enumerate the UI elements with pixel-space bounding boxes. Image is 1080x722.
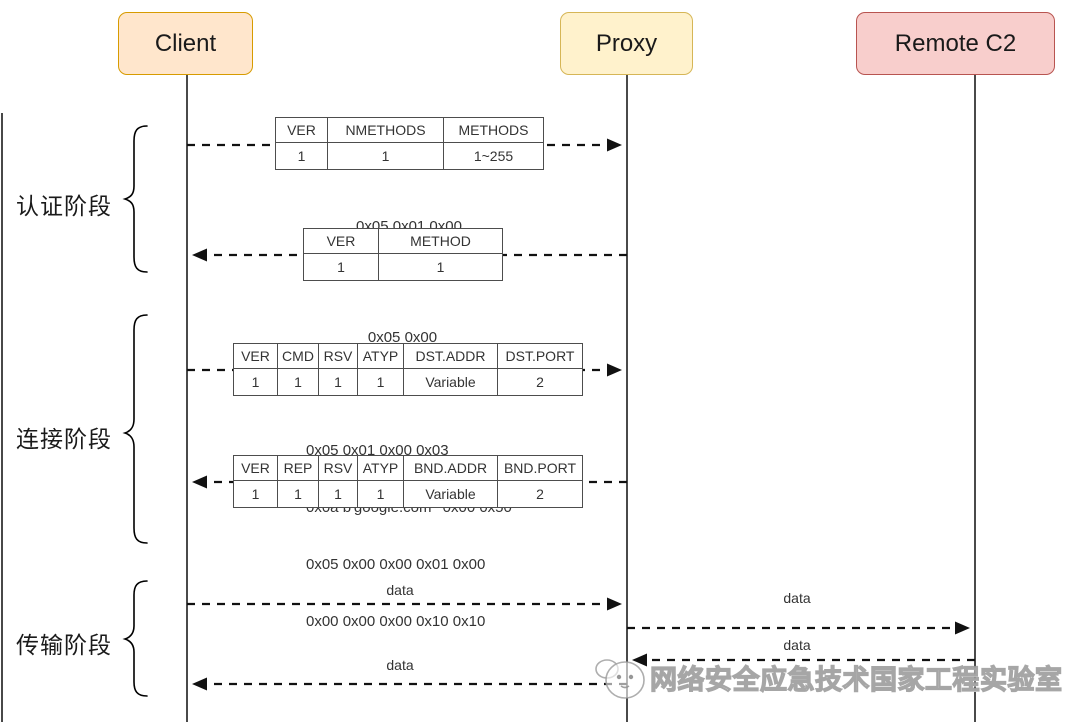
header-cell: REP: [277, 455, 319, 481]
value-cell: 1: [275, 142, 328, 170]
header-cell: VER: [233, 343, 278, 369]
actor-proxy-label: Proxy: [595, 29, 658, 57]
caption-line: 0x05 0x01 0x00 0x03: [306, 442, 449, 459]
packet-table-connect-reply: VER REP RSV ATYP BND.ADDR BND.PORT 1 1 1…: [233, 455, 583, 508]
value-cell: 2: [497, 480, 583, 508]
phase-label-transfer: 传输阶段: [16, 632, 112, 658]
header-cell: METHOD: [378, 228, 503, 254]
header-cell: METHODS: [443, 117, 544, 143]
value-cell: 1: [233, 368, 278, 396]
caption-line: 0x00 0x00 0x00 0x10 0x10: [306, 613, 486, 630]
header-cell: NMETHODS: [327, 117, 444, 143]
packet-table-auth-request: VER NMETHODS METHODS 1 1 1~255: [275, 117, 544, 170]
header-cell: BND.PORT: [497, 455, 583, 481]
value-cell: 2: [497, 368, 583, 396]
value-cell: 1: [318, 368, 358, 396]
value-cell: Variable: [403, 368, 498, 396]
value-cell: 1: [378, 253, 503, 281]
header-cell: VER: [233, 455, 278, 481]
data-label-proxy-to-client: data: [386, 657, 414, 673]
caption-auth-reply: 0x05 0x00: [303, 290, 502, 385]
header-cell: VER: [303, 228, 379, 254]
header-cell: RSV: [318, 343, 358, 369]
value-cell: 1: [277, 368, 319, 396]
actor-client: Client: [118, 12, 253, 75]
caption-connect-reply: 0x05 0x00 0x00 0x01 0x00 0x00 0x00 0x00 …: [306, 517, 485, 669]
header-cell: DST.PORT: [497, 343, 583, 369]
data-label-proxy-to-remote: data: [783, 590, 811, 606]
actor-proxy: Proxy: [560, 12, 693, 75]
brace-transfer-phase: [122, 580, 148, 697]
header-cell: ATYP: [357, 343, 404, 369]
packet-table-auth-reply: VER METHOD 1 1: [303, 228, 503, 281]
value-cell: 1~255: [443, 142, 544, 170]
value-cell: 1: [327, 142, 444, 170]
value-cell: 1: [357, 480, 404, 508]
actor-client-label: Client: [154, 29, 217, 57]
data-label-remote-to-proxy: data: [783, 637, 811, 653]
brace-auth-phase: [122, 125, 148, 273]
brace-connect-phase: [122, 314, 148, 544]
value-cell: 1: [357, 368, 404, 396]
header-cell: VER: [275, 117, 328, 143]
value-cell: 1: [233, 480, 278, 508]
phase-label-connect: 连接阶段: [16, 426, 112, 452]
actor-remote-c2: Remote C2: [856, 12, 1055, 75]
caption-line: 0x05 0x00: [367, 329, 438, 346]
header-cell: DST.ADDR: [403, 343, 498, 369]
actor-remote-c2-label: Remote C2: [894, 29, 1017, 57]
packet-table-connect-request: VER CMD RSV ATYP DST.ADDR DST.PORT 1 1 1…: [233, 343, 583, 396]
value-cell: Variable: [403, 480, 498, 508]
phase-label-auth: 认证阶段: [16, 193, 112, 219]
header-cell: RSV: [318, 455, 358, 481]
data-label-client-to-proxy: data: [386, 582, 414, 598]
header-cell: CMD: [277, 343, 319, 369]
header-cell: ATYP: [357, 455, 404, 481]
value-cell: 1: [318, 480, 358, 508]
value-cell: 1: [277, 480, 319, 508]
header-cell: BND.ADDR: [403, 455, 498, 481]
value-cell: 1: [303, 253, 379, 281]
caption-line: 0x05 0x00 0x00 0x01 0x00: [306, 556, 486, 573]
